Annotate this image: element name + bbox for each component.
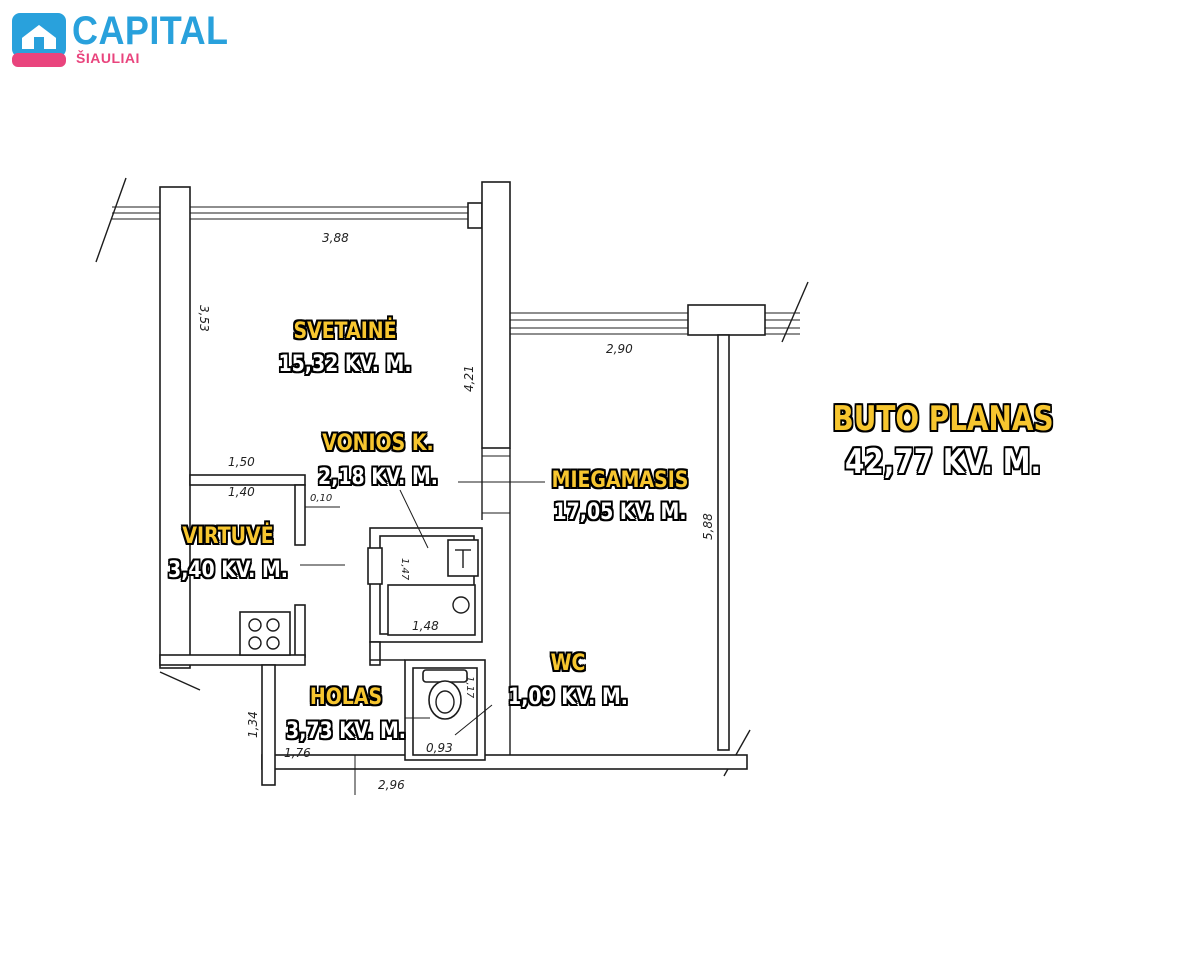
break-line [95,177,127,263]
window-notch [467,202,483,229]
leader-line [454,704,493,736]
dimension-label: 1,40 [228,485,255,499]
brand-name: CAPITAL [72,9,229,53]
dimension-label: 2,96 [378,778,405,792]
dimension-label: 1,76 [284,746,311,760]
left-wall [159,186,191,669]
room-area-hall: 3,73 KV. M. [286,719,406,744]
toilet-icon [422,669,468,720]
dimension-label: 0,10 [310,493,332,504]
room-name-wc: WC [550,651,586,676]
dimension-label: 2,90 [606,342,633,356]
room-area-kitchen: 3,40 KV. M. [168,558,288,583]
kitchen-bottom-wall [159,654,306,666]
balcony-post [687,304,766,336]
dimension-label: 1,48 [412,619,439,633]
dimension-label: 1,50 [228,455,255,469]
room-area-living: 15,32 KV. M. [278,352,412,377]
plan-title: BUTO PLANAS [832,399,1054,439]
room-name-kitchen: VIRTUVĖ [182,524,274,549]
room-name-hall: HOLAS [309,685,383,710]
hall-left-wall [261,664,276,786]
dimension-label: 1,17 [464,676,475,699]
room-area-wc: 1,09 KV. M. [508,685,628,710]
brand-city: ŠIAULIAI [76,50,140,66]
break-line [159,671,201,691]
partition-wall [481,181,511,449]
kitchen-right-wall [294,484,306,546]
room-name-living: SVETAINĖ [293,319,397,344]
dimension-label: 3,88 [322,231,349,245]
kitchen-top-wall [189,474,306,486]
house-icon [12,13,66,67]
sink-icon [447,539,479,577]
dimension-label: 1,34 [246,711,260,738]
room-name-bedroom: MIEGAMASIS [551,468,689,493]
total-area: 42,77 KV. M. [844,442,1042,482]
room-area-bathroom: 2,18 KV. M. [318,465,438,490]
dimension-label: 4,21 [462,365,476,392]
leader-line [399,489,429,549]
room-name-bathroom: VONIOS K. [322,431,434,456]
kitchen-right-wall [294,604,306,658]
stove-icon [239,611,291,656]
dimension-label: 0,93 [426,741,453,755]
break-line [781,281,809,343]
dimension-label: 1,47 [399,558,410,581]
bedroom-right-wall [717,334,730,751]
bottom-wall [261,754,748,770]
bath-door-gap [367,547,383,585]
room-area-bedroom: 17,05 KV. M. [553,500,687,525]
hall-partition-wall [369,641,381,666]
dimension-label: 5,88 [701,513,715,540]
dimension-label: 3,53 [197,305,211,332]
bathtub-icon [387,584,476,636]
